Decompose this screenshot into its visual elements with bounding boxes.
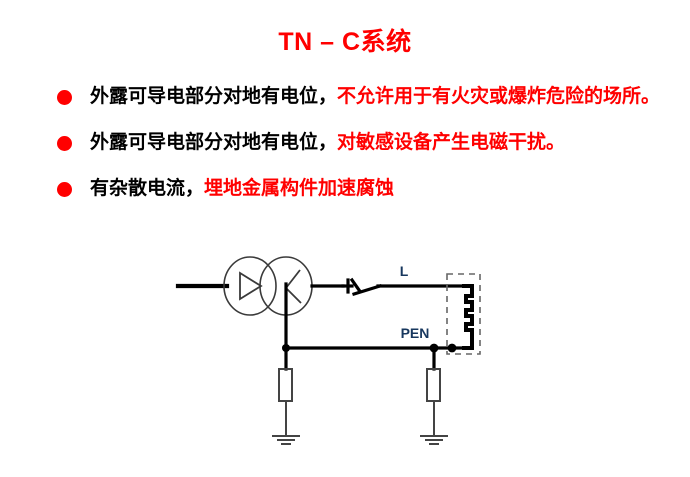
bullet-dot-icon [57,136,72,151]
line-conductor-label: L [400,263,409,279]
bullet-text-red: 不允许用于有火灾或爆炸危险的场所。 [337,86,661,107]
source-earth-electrode [272,346,300,445]
list-item: 有杂散电流，埋地金属构件加速腐蚀 [52,170,672,208]
list-item: 外露可导电部分对地有电位，对敏感设备产生电磁干扰。 [52,124,672,162]
list-item: 外露可导电部分对地有电位，不允许用于有火灾或爆炸危险的场所。 [52,78,672,116]
junction-dot [447,343,457,353]
page-title: TN – C系统 [278,28,412,56]
bullet-dot-icon [57,90,72,105]
switch [341,277,382,296]
tn-c-system-circuit: L PEN [0,248,690,477]
bullet-text-black: 外露可导电部分对地有电位， [90,86,338,107]
bullet-dot-icon [57,182,72,197]
bullet-text-red: 埋地金属构件加速腐蚀 [204,178,395,199]
bullet-list: 外露可导电部分对地有电位，不允许用于有火灾或爆炸危险的场所。 外露可导电部分对地… [52,78,672,216]
load-coil [462,284,474,350]
pen-conductor-label: PEN [401,325,430,341]
delta-winding [223,256,277,316]
load-enclosure-dashed-box [446,273,481,355]
bullet-text-black: 外露可导电部分对地有电位， [90,132,338,153]
bullet-text-red: 对敏感设备产生电磁干扰。 [337,132,566,153]
pen-earth-electrode [420,346,448,445]
bullet-text-black: 有杂散电流， [90,178,205,199]
